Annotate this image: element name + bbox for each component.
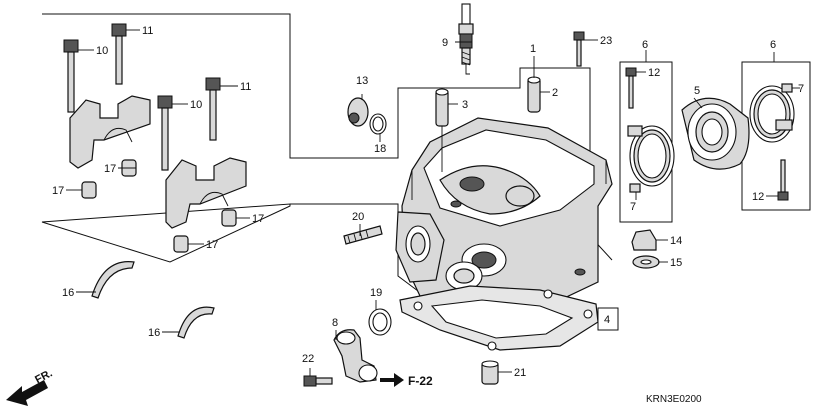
callout-8: 8 xyxy=(332,317,338,329)
front-direction-arrow xyxy=(6,380,48,406)
callout-11-upper: 11 xyxy=(142,25,153,37)
callout-17-d: 17 xyxy=(206,239,218,251)
callout-box-4 xyxy=(597,307,619,331)
cylinder-head xyxy=(395,117,613,313)
callout-10-lower: 10 xyxy=(190,99,202,111)
clamp-right xyxy=(749,85,795,143)
catalog-code: KRN3E0200 xyxy=(646,394,702,405)
callout-17-a: 17 xyxy=(104,163,116,175)
callout-10-upper: 10 xyxy=(96,45,108,57)
callout-19: 19 xyxy=(370,287,382,299)
head-gasket xyxy=(399,285,599,351)
washer-15 xyxy=(632,255,660,269)
cap-nut-14 xyxy=(631,229,657,251)
callout-12-lower: 12 xyxy=(752,191,764,203)
callout-18: 18 xyxy=(374,143,386,155)
callout-9: 9 xyxy=(442,37,448,49)
callout-22: 22 xyxy=(302,353,314,365)
spark-plug xyxy=(458,3,474,75)
clamp-left xyxy=(627,125,675,187)
bolt-22 xyxy=(303,375,333,387)
valve-guide-2 xyxy=(527,76,541,113)
water-joint-8 xyxy=(333,329,378,383)
camshaft-holder-upper xyxy=(69,95,151,169)
callout-2: 2 xyxy=(552,87,558,99)
callout-6-right: 6 xyxy=(770,39,776,51)
screw-12-upper xyxy=(625,67,637,109)
intake-frame-left xyxy=(619,61,673,223)
reference-arrow xyxy=(380,373,404,387)
callout-16-upper: 16 xyxy=(62,287,74,299)
screw-12-lower xyxy=(777,159,789,201)
plug-13 xyxy=(347,97,369,127)
callout-4: 4 xyxy=(604,314,610,326)
callout-17-c: 17 xyxy=(252,213,264,225)
callout-21: 21 xyxy=(514,367,526,379)
callout-12-upper: 12 xyxy=(648,67,660,79)
holder-bolts xyxy=(63,23,221,171)
callout-20: 20 xyxy=(352,211,364,223)
callout-6-left: 6 xyxy=(642,39,648,51)
callout-5: 5 xyxy=(694,85,700,97)
bolt-23 xyxy=(573,31,585,67)
callout-7-left: 7 xyxy=(630,201,636,213)
callout-11-lower: 11 xyxy=(240,81,251,93)
nut-7-left xyxy=(629,183,641,193)
o-ring-19 xyxy=(368,308,392,336)
callout-1: 1 xyxy=(530,43,536,55)
direction-label: FR. xyxy=(33,367,54,386)
camshaft-holder-lower xyxy=(165,157,247,229)
valve-guide-3 xyxy=(435,88,449,127)
callout-16-lower: 16 xyxy=(148,327,160,339)
clips-16 xyxy=(91,261,215,339)
callout-15: 15 xyxy=(670,257,682,269)
stud-bolt-20 xyxy=(343,225,383,245)
callout-3: 3 xyxy=(462,99,468,111)
dowel-21 xyxy=(481,360,499,385)
callout-7-right: 7 xyxy=(798,83,804,95)
reference-label: F-22 xyxy=(408,374,433,388)
callout-17-b: 17 xyxy=(52,185,64,197)
o-ring-18 xyxy=(369,113,387,135)
insulator-5 xyxy=(681,97,750,170)
callout-23: 23 xyxy=(600,35,612,47)
callout-14: 14 xyxy=(670,235,682,247)
callout-13: 13 xyxy=(356,75,368,87)
nut-7-right xyxy=(781,83,793,93)
